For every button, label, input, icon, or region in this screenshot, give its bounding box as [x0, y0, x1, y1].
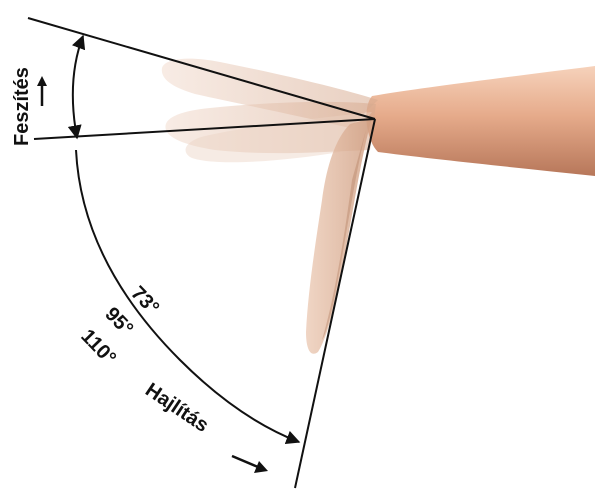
extension-arc — [67, 34, 86, 140]
hand-flexed — [306, 118, 372, 354]
arrow-up-icon — [37, 76, 47, 106]
extension-line — [27, 17, 376, 120]
neutral-line — [33, 118, 376, 140]
hand-flexed-shadow — [322, 130, 366, 340]
hand-neutral-ghost — [165, 101, 376, 154]
angle-95-label: 95° — [100, 303, 137, 340]
extension-label: Feszítés — [11, 67, 33, 146]
flexion-line — [294, 118, 376, 489]
forearm — [366, 66, 595, 176]
flexion-arc — [75, 149, 301, 444]
flexion-label: Hajlítás — [141, 379, 212, 437]
arrow-right-icon — [231, 454, 268, 473]
angle-73-label: 73° — [126, 282, 163, 319]
hand-neutral-ghost-2 — [185, 112, 372, 163]
